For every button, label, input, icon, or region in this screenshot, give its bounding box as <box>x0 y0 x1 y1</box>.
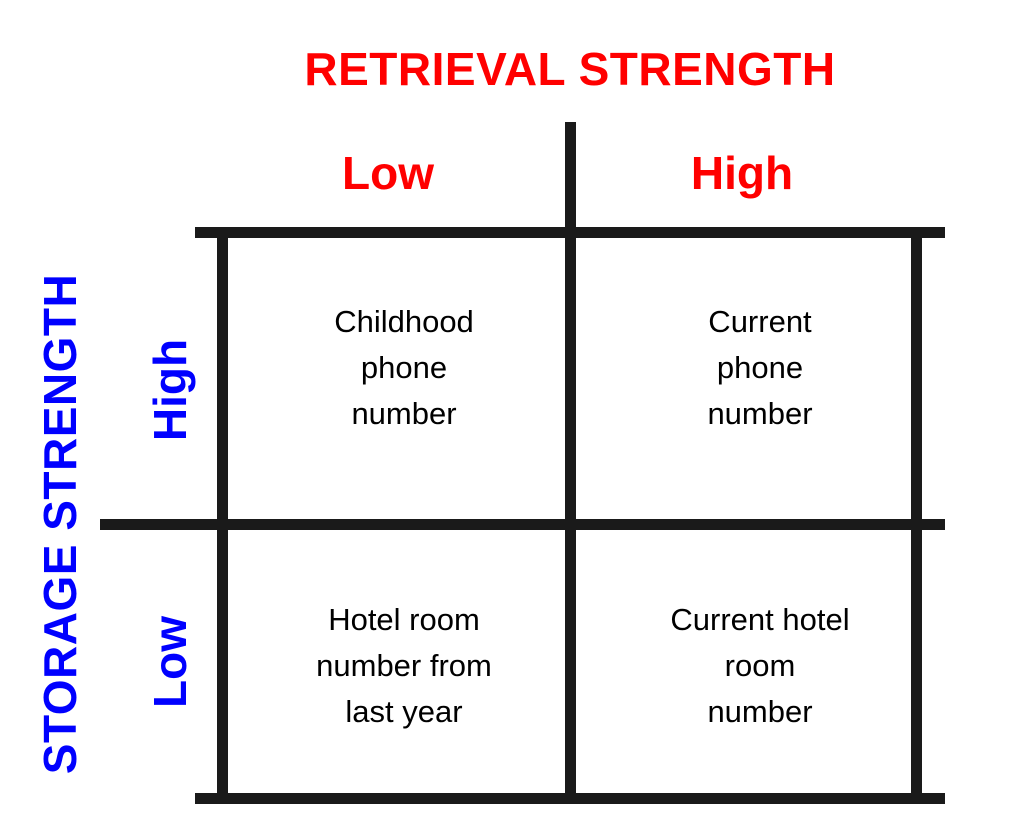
grid-line-left <box>217 227 228 804</box>
cell-high-storage-low-retrieval: Childhood phone number <box>334 299 474 437</box>
cell-line: Childhood <box>334 304 474 339</box>
cell-line: Current <box>708 304 812 339</box>
cell-line: number from <box>316 648 492 683</box>
cell-line: number <box>707 694 813 729</box>
cell-line: phone <box>360 350 448 385</box>
column-label-low: Low <box>342 147 434 199</box>
cell-line: number <box>707 396 813 431</box>
retrieval-strength-title: RETRIEVAL STRENGTH <box>304 43 836 95</box>
grid-line-center <box>565 122 576 804</box>
cell-high-storage-high-retrieval: Current phone number <box>707 299 812 437</box>
cell-line: Current hotel <box>670 602 850 637</box>
cell-line: last year <box>345 694 463 729</box>
cell-low-storage-low-retrieval: Hotel room number from last year <box>316 597 492 735</box>
column-label-high: High <box>690 147 794 199</box>
cell-line: number <box>351 396 457 431</box>
row-label-low: Low <box>144 616 196 708</box>
cell-line: Hotel room <box>328 602 480 637</box>
cell-low-storage-high-retrieval: Current hotel room number <box>670 597 849 735</box>
grid-line-middle <box>100 519 945 530</box>
cell-line: room <box>724 648 796 683</box>
row-label-high: High <box>144 338 196 442</box>
storage-strength-title: STORAGE STRENGTH <box>34 273 86 775</box>
cell-line: phone <box>716 350 804 385</box>
grid-line-right <box>911 227 922 804</box>
